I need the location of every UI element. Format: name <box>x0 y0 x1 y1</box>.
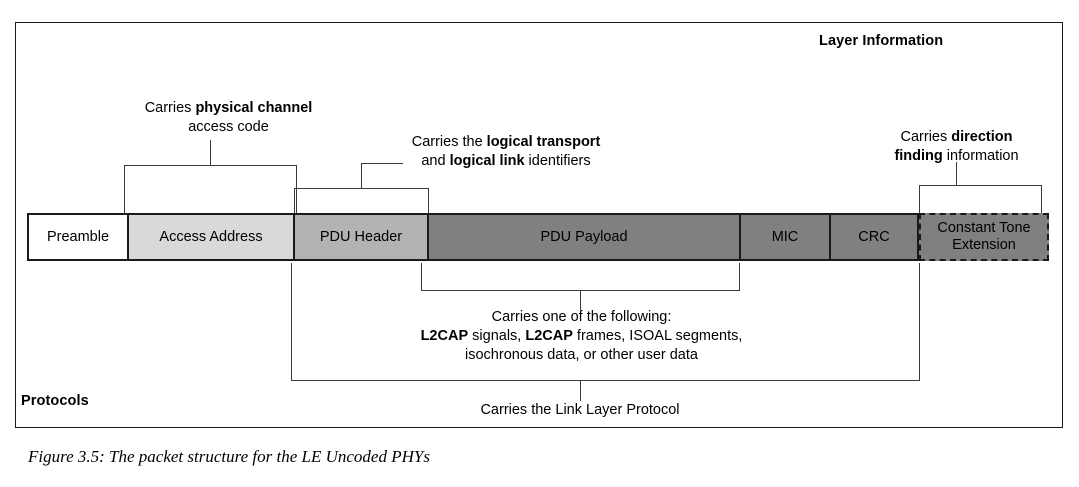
packet-field-mic-label: MIC <box>771 228 799 245</box>
packet-field-pdu-header-label: PDU Header <box>319 228 403 245</box>
packet-field-pdu-header[interactable]: PDU Header <box>293 213 429 261</box>
annotation-direction-line2: finding information <box>869 147 1044 166</box>
payload-text-2: frames, ISOAL segments, <box>572 328 743 344</box>
packet-field-pdu-payload[interactable]: PDU Payload <box>427 213 741 261</box>
packet-field-constant-tone-extension-label: Constant Tone Extension <box>937 220 1031 253</box>
packet-field-pdu-payload-label: PDU Payload <box>540 228 628 245</box>
figure-frame: Layer Information Protocols Carries phys… <box>15 22 1063 428</box>
payload-bold-2: L2CAP <box>525 328 573 344</box>
access-code-text-1: Carries <box>144 100 196 116</box>
packet-structure-bar: Preamble Access Address PDU Header PDU P… <box>27 213 1049 261</box>
annotation-access-code: Carries physical channel access code <box>101 99 356 137</box>
packet-field-access-address-label: Access Address <box>159 228 263 245</box>
payload-text-1: signals, <box>468 328 526 344</box>
packet-field-access-address[interactable]: Access Address <box>127 213 295 261</box>
bracket-access-code-stem <box>210 140 211 165</box>
packet-field-constant-tone-extension[interactable]: Constant Tone Extension <box>919 213 1049 261</box>
logical-bold-2: logical link <box>449 153 525 169</box>
logical-text-1: Carries the <box>411 134 487 150</box>
packet-field-crc[interactable]: CRC <box>829 213 919 261</box>
access-code-bold-1: physical channel <box>195 100 313 116</box>
annotation-access-code-line1: Carries physical channel <box>101 99 356 118</box>
annotation-direction-finding: Carries direction finding information <box>869 128 1044 166</box>
annotation-payload-contents: Carries one of the following: L2CAP sign… <box>399 308 764 365</box>
direction-bold-1: direction <box>951 129 1013 145</box>
bracket-access-code-right-tick <box>296 165 297 215</box>
bracket-access-code-left-tick <box>124 165 125 215</box>
logical-text-2: and <box>421 153 450 169</box>
protocols-title: Protocols <box>21 393 89 409</box>
figure-caption: Figure 3.5: The packet structure for the… <box>28 447 430 466</box>
annotation-payload-line1: Carries one of the following: <box>491 309 672 325</box>
layer-information-title: Layer Information <box>819 33 944 49</box>
bracket-direction-finding-right-tick <box>1041 185 1042 215</box>
bracket-direction-finding-left-tick <box>919 185 920 215</box>
bracket-direction-finding-top <box>919 185 1041 186</box>
logical-bold-1: logical transport <box>486 134 601 150</box>
bracket-pdu-header-left-tick <box>294 188 295 215</box>
bracket-pdu-header-right-tick <box>428 188 429 215</box>
packet-field-preamble[interactable]: Preamble <box>27 213 129 261</box>
annotation-link-layer: Carries the Link Layer Protocol <box>480 402 680 418</box>
packet-field-crc-label: CRC <box>858 228 890 245</box>
direction-text-2: information <box>942 148 1019 164</box>
bracket-pdu-header-stem <box>361 163 362 188</box>
bracket-link-layer-right-tick <box>919 263 920 381</box>
bracket-access-code-top <box>124 165 297 166</box>
annotation-payload-line3: isochronous data, or other user data <box>465 347 698 363</box>
bracket-payload-right-tick <box>739 263 740 291</box>
bracket-link-layer-left-tick <box>291 263 292 381</box>
direction-bold-2: finding <box>894 148 943 164</box>
bracket-link-layer-stem <box>580 380 581 401</box>
direction-text-1: Carries <box>900 129 952 145</box>
bracket-pdu-header-top <box>294 188 428 189</box>
annotation-logical-line2: and logical link identifiers <box>371 152 641 171</box>
bracket-direction-finding-stem <box>956 162 957 185</box>
bracket-link-layer-bottom <box>291 380 920 381</box>
logical-text-3: identifiers <box>524 153 591 169</box>
payload-bold-1: L2CAP <box>420 328 469 344</box>
annotation-access-code-line2: access code <box>188 119 269 135</box>
packet-field-mic[interactable]: MIC <box>739 213 831 261</box>
bracket-pdu-header-elbow <box>361 163 403 164</box>
annotation-payload-line2: L2CAP signals, L2CAP frames, ISOAL segme… <box>399 327 764 346</box>
bracket-payload-stem <box>580 290 581 310</box>
bracket-payload-left-tick <box>421 263 422 291</box>
annotation-direction-line1: Carries direction <box>869 128 1044 147</box>
packet-field-preamble-label: Preamble <box>46 228 110 245</box>
annotation-logical-identifiers: Carries the logical transport and logica… <box>371 133 641 171</box>
annotation-logical-line1: Carries the logical transport <box>371 133 641 152</box>
